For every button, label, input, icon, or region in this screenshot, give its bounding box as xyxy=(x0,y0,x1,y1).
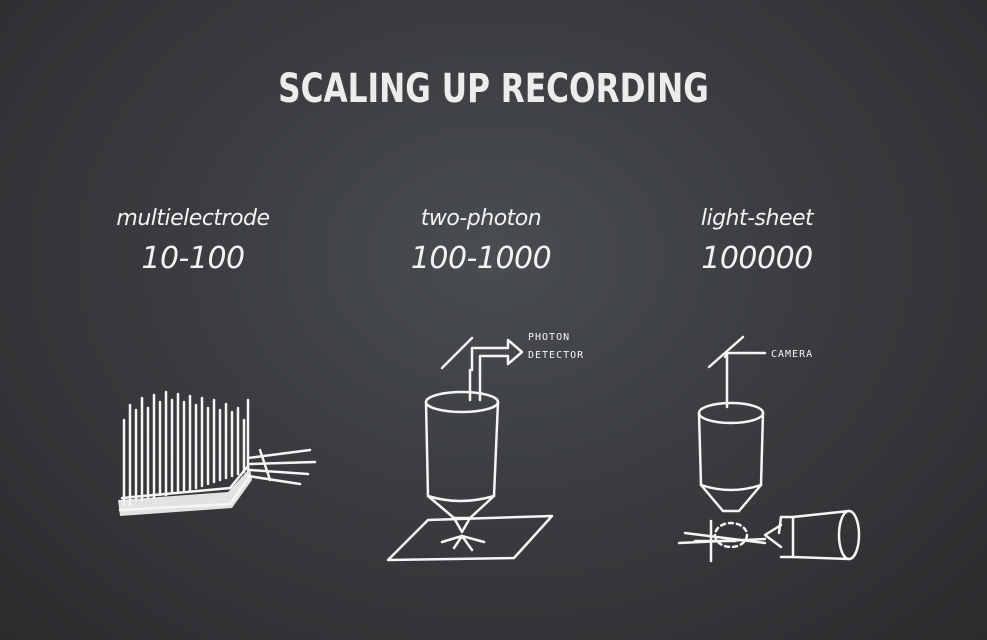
method-name: multielectrode xyxy=(116,206,270,231)
method-count: 10-100 xyxy=(141,241,245,276)
method-two-photon: two-photon 100-1000 xyxy=(351,206,611,276)
photon-detector-label-line2: DETECTOR xyxy=(528,350,584,361)
method-name: light-sheet xyxy=(700,206,814,231)
method-count: 100-1000 xyxy=(410,241,552,276)
multielectrode-array-sketch xyxy=(118,390,317,516)
light-sheet-microscope-sketch: CAMERA xyxy=(677,335,861,563)
method-multielectrode: multielectrode 10-100 xyxy=(63,206,323,276)
photon-detector-label-line1: PHOTON xyxy=(528,332,570,343)
camera-label: CAMERA xyxy=(771,349,813,360)
method-light-sheet: light-sheet 100000 xyxy=(627,206,887,276)
two-photon-microscope-sketch: PHOTON DETECTOR xyxy=(386,332,584,562)
slide-title: SCALING UP RECORDING xyxy=(278,66,709,112)
method-name: two-photon xyxy=(420,206,542,231)
method-count: 100000 xyxy=(701,241,813,276)
